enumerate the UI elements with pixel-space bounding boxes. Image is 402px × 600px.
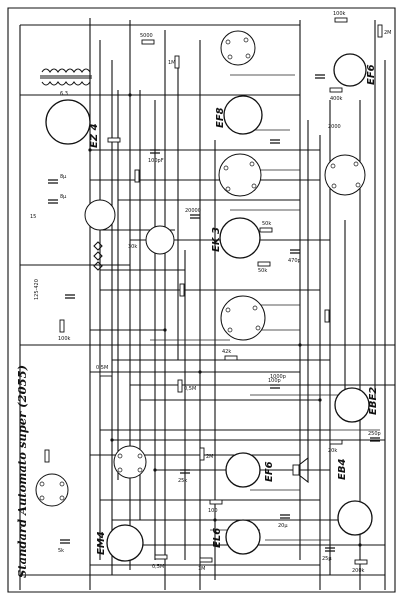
tube-ez4: [45, 99, 91, 145]
label-r-50k-a: 50k: [262, 221, 271, 227]
tube-label-ez4: EZ 4: [89, 123, 100, 148]
label-c-100pf: 100pF: [148, 158, 164, 164]
label-dial: 125-420: [34, 279, 40, 300]
socket-2: [218, 153, 262, 197]
label-c-2000-right: 2000: [328, 124, 341, 130]
label-c-20u: 20µ: [278, 523, 288, 529]
label-r-2m-low: 2M: [206, 454, 214, 460]
tube-ef6-top: [333, 53, 367, 87]
tube-label-eb4: EB4: [337, 459, 348, 480]
label-r-0-5m-c: 0,5M: [152, 564, 164, 570]
label-c-8uf-b: 8µ: [60, 194, 67, 200]
label-c-25u: 25µ: [322, 556, 332, 562]
label-r-42k: 42k: [222, 349, 231, 355]
tube-envelopes: [45, 53, 373, 562]
label-r-400k: 400k: [330, 96, 343, 102]
label-c-470p: 470p: [288, 258, 301, 264]
label-c-1000p: 1000p: [270, 374, 286, 380]
tube-label-ek3: EK 3: [211, 227, 222, 252]
label-c-5k: 5k: [58, 548, 64, 554]
tube-label-ef6-top: EF6: [366, 64, 377, 85]
component-labels: 100k 2M 5000 1M 2000 400k 50k 50k 470p 2…: [30, 11, 392, 574]
tube-ek3: [219, 217, 261, 259]
tube-label-ebf2: EBF2: [368, 387, 379, 415]
label-r-15: 15: [30, 214, 36, 220]
label-r-20k: 20k: [328, 448, 337, 454]
label-r-50k-b: 50k: [258, 268, 267, 274]
socket-3: [324, 154, 366, 196]
label-r-30k: 30k: [128, 244, 137, 250]
tube-eb4: [337, 500, 373, 536]
label-r-0-5m-b: 0,5M: [184, 386, 196, 392]
tube-ebf2: [334, 387, 370, 423]
label-r-25k: 25k: [178, 478, 187, 484]
capacitors: [48, 74, 380, 552]
tube-ef8: [223, 95, 263, 135]
label-c-8uf-a: 8µ: [60, 174, 67, 180]
socket-1: [220, 30, 256, 66]
label-r-0-5m-a: 0,5M: [96, 365, 108, 371]
power-transformer: [40, 68, 92, 86]
tube-label-em4: EM4: [96, 531, 107, 555]
label-r-1m-low: 1M: [198, 566, 206, 572]
dial-lamps: [93, 241, 103, 271]
label-c-20000: 20000: [185, 208, 201, 214]
label-c-100p-a: 100p: [268, 378, 281, 384]
socket-4: [84, 199, 116, 231]
socket-7: [113, 445, 147, 479]
label-c-250p: 250p: [368, 431, 381, 437]
label-r-100k-top: 100k: [333, 11, 346, 17]
tube-label-el6: EL6: [212, 528, 223, 548]
label-r-1m-left: 1M: [168, 60, 176, 66]
label-r-200k: 200k: [352, 568, 365, 574]
tube-sockets: [35, 30, 366, 507]
tube-label-ef6: EF6: [264, 461, 275, 482]
tube-el6: [225, 519, 261, 555]
resistors: [44, 17, 383, 565]
tube-em4: [106, 524, 144, 562]
tube-label-ef8: EF8: [215, 107, 226, 128]
speaker-icon: [292, 456, 309, 484]
label-r-2m-top: 2M: [384, 30, 392, 36]
label-r-100k-mid: 100k: [58, 336, 71, 342]
socket-5: [145, 225, 175, 255]
label-r-100: 100: [208, 508, 218, 514]
label-v-6-3: 6,3: [60, 91, 68, 97]
socket-8: [35, 473, 69, 507]
label-c-5000-top: 5000: [140, 33, 153, 39]
tube-ef6: [225, 452, 261, 488]
schematic-title: Standard Automato super (2055): [15, 365, 29, 578]
socket-6: [220, 295, 266, 341]
tube-labels: EZ 4 EF8 EK 3 EF6 EBF2 EF6 EB4 EM4 EL6: [89, 64, 379, 555]
junctions: [88, 93, 362, 547]
